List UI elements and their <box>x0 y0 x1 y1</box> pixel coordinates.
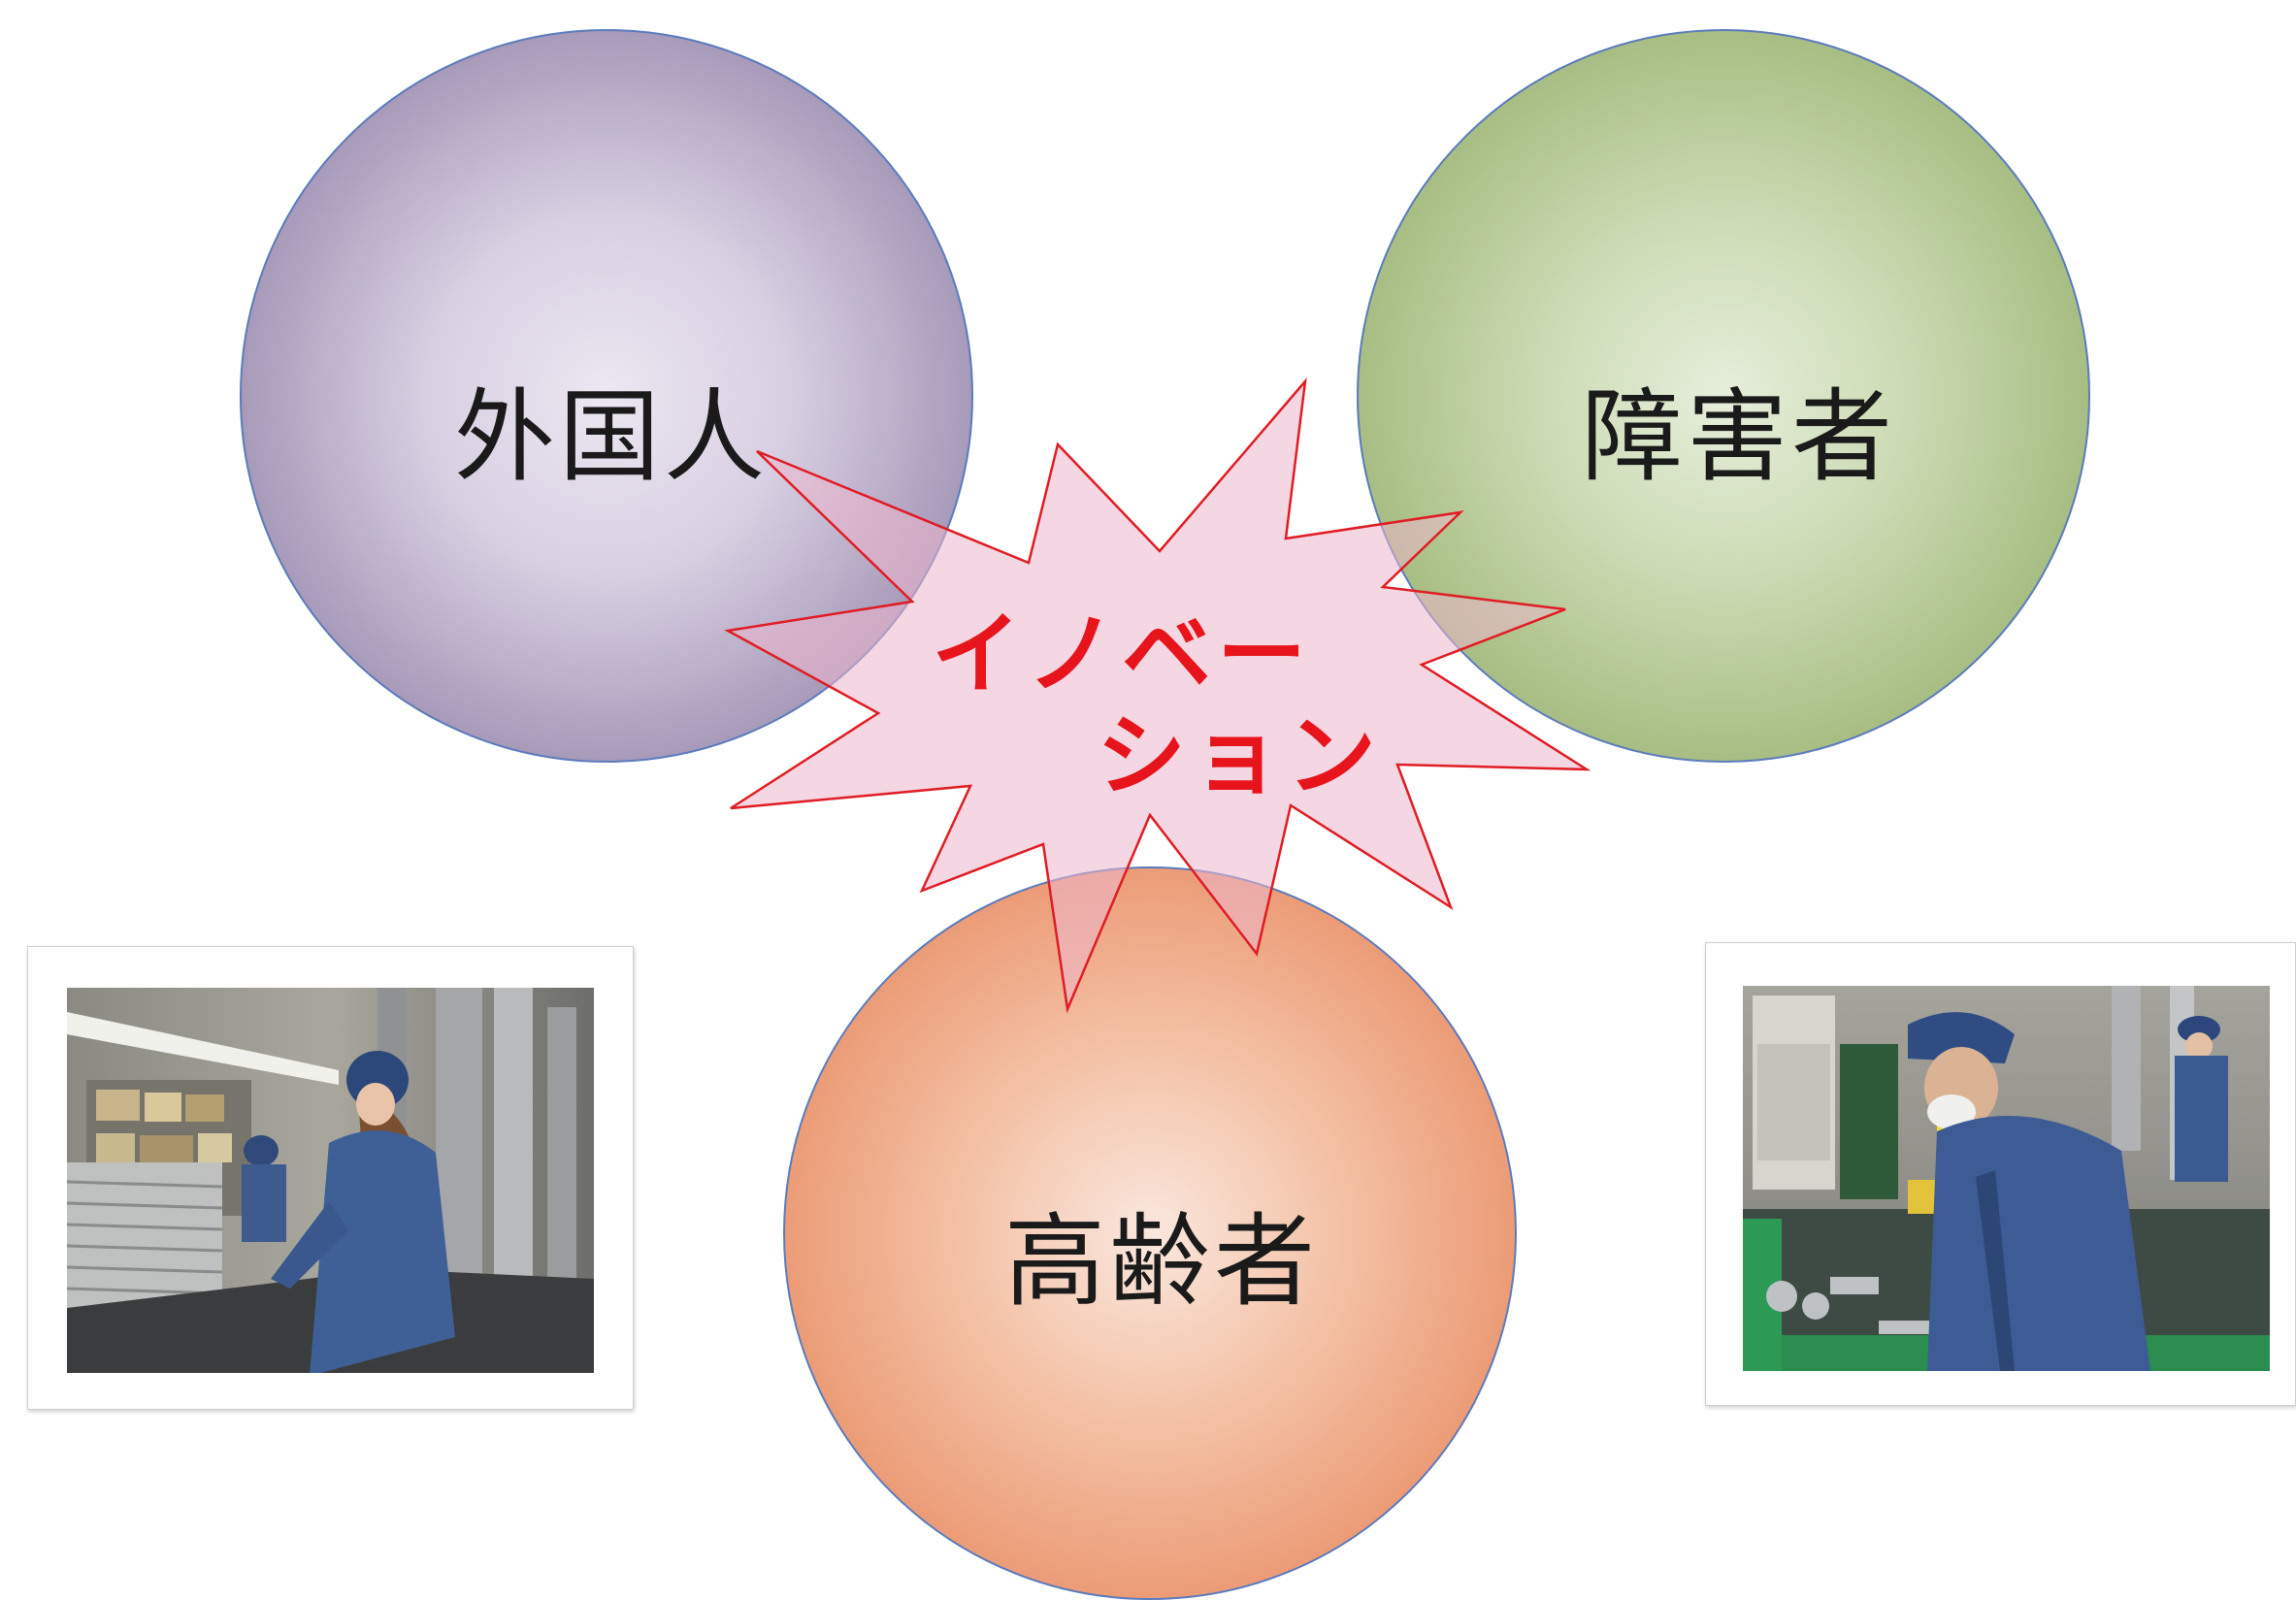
elderly-label: 高齢者 <box>1004 1202 1320 1321</box>
right-photo-frame <box>1705 942 2296 1406</box>
left-photo-frame <box>27 946 634 1410</box>
innovation-text-line2: ション <box>1097 704 1383 808</box>
factory-workers-photo <box>67 988 594 1373</box>
disabled-persons-label: 障害者 <box>1582 377 1897 496</box>
workshop-workers-photo <box>1743 986 2270 1371</box>
innovation-text-line1: イノベー <box>932 603 1313 706</box>
foreign-residents-label: 外国人 <box>454 377 770 496</box>
